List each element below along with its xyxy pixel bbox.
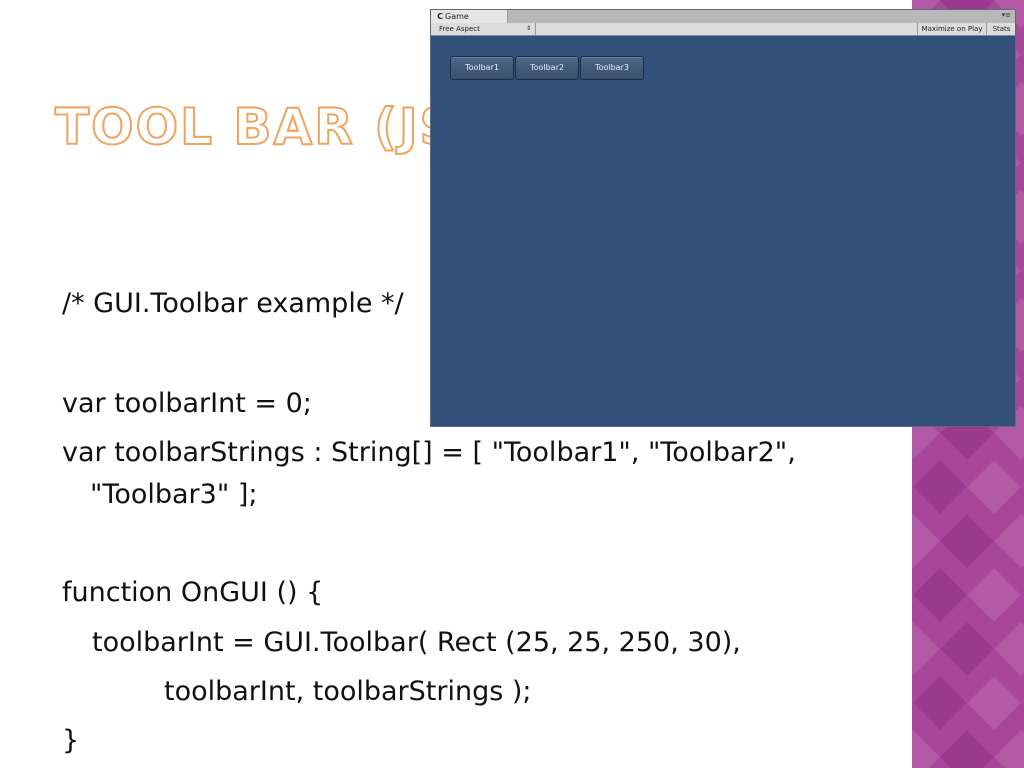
aspect-ratio-value: Free Aspect	[439, 25, 480, 33]
maximize-on-play-button[interactable]: Maximize on Play	[917, 23, 986, 35]
toolbar-button-3[interactable]: Toolbar3	[580, 56, 644, 80]
code-line: var toolbarStrings : String[] = [ "Toolb…	[62, 437, 796, 468]
slide-title: TOOL BAR (JS)	[54, 97, 483, 157]
code-line: var toolbarInt = 0;	[62, 388, 312, 419]
toolbar-button-1[interactable]: Toolbar1	[450, 56, 514, 80]
code-line: toolbarInt = GUI.Toolbar( Rect (25, 25, …	[92, 627, 741, 658]
stats-button[interactable]: Stats	[986, 23, 1016, 35]
code-line: function OnGUI () {	[62, 577, 324, 608]
unity-logo-icon: C	[437, 12, 443, 21]
toolbar-button-2[interactable]: Toolbar2	[515, 56, 579, 80]
code-line: "Toolbar3" ];	[90, 479, 258, 510]
game-control-bar: Free Aspect ⇕ Maximize on Play Stats	[431, 23, 1015, 36]
window-menu-icon[interactable]: ▾≡	[1001, 11, 1011, 19]
code-line: }	[62, 725, 80, 756]
code-line: toolbarInt, toolbarStrings );	[164, 676, 532, 707]
code-line: /* GUI.Toolbar example */	[62, 288, 404, 319]
game-tab-label: Game	[445, 12, 469, 21]
select-arrows-icon: ⇕	[525, 25, 531, 32]
aspect-ratio-select[interactable]: Free Aspect ⇕	[431, 23, 536, 35]
